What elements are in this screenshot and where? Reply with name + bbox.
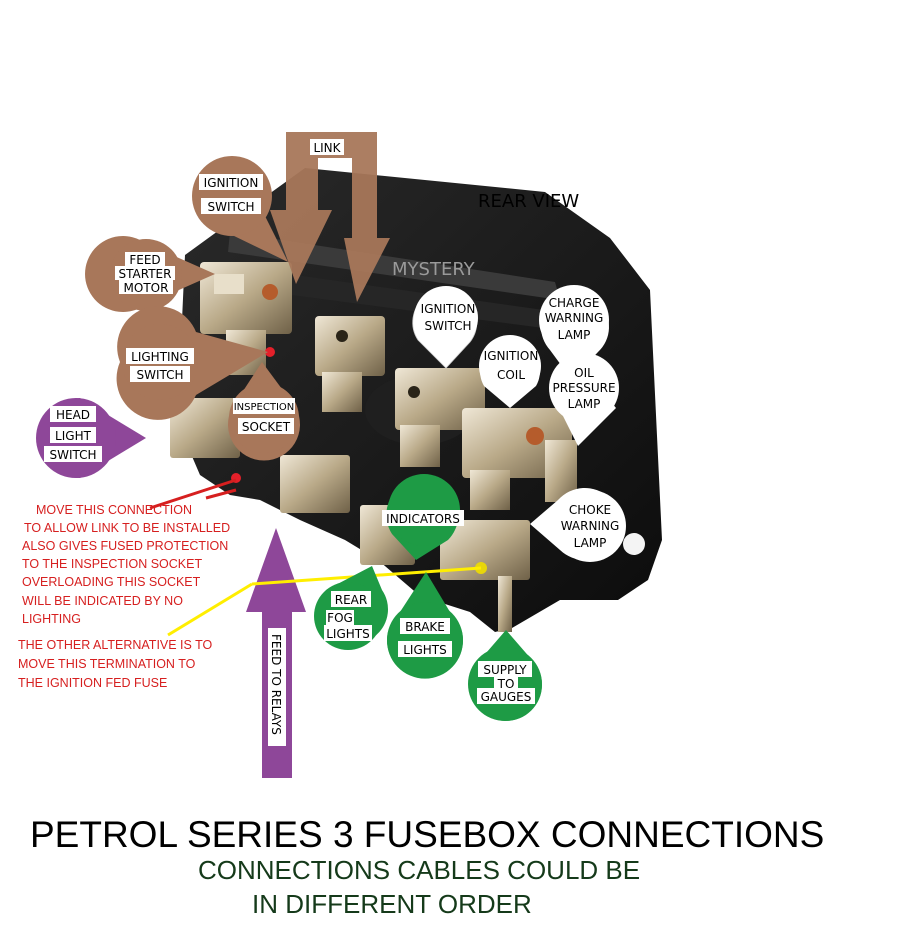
rear-fog-lights-bubble: REAR FOG LIGHTS [314,566,388,650]
move-connection-note: MOVE THIS CONNECTION TO ALLOW LINK TO BE… [22,503,230,626]
svg-text:LIGHTING: LIGHTING [22,612,81,626]
svg-text:TO ALLOW LINK TO BE INSTALLED: TO ALLOW LINK TO BE INSTALLED [24,521,230,535]
lighting-switch-bubble: LIGHTING SWITCH [116,306,268,420]
svg-text:LIGHTS: LIGHTS [326,627,370,641]
svg-text:LAMP: LAMP [568,397,601,411]
svg-text:CHARGE: CHARGE [549,296,600,310]
svg-text:LIGHTING: LIGHTING [131,350,189,364]
svg-text:GAUGES: GAUGES [481,690,532,704]
red-leader [149,478,237,510]
svg-text:IGNITION: IGNITION [204,176,259,190]
indicators-bubble: INDICATORS [382,474,464,560]
svg-text:COIL: COIL [497,368,525,382]
svg-text:IGNITION: IGNITION [484,349,539,363]
svg-text:LIGHTS: LIGHTS [403,643,447,657]
terminal-right [462,408,577,510]
link-arrow: LINK [270,132,390,302]
feed-starter-motor-bubble: FEED STARTER MOTOR [85,236,215,312]
svg-text:PRESSURE: PRESSURE [552,381,615,395]
svg-text:SWITCH: SWITCH [207,200,254,214]
svg-text:REAR: REAR [335,593,367,607]
svg-text:THE IGNITION FED FUSE: THE IGNITION FED FUSE [18,676,167,690]
svg-text:OIL: OIL [574,366,594,380]
lighting-connection-dot [265,347,275,357]
ignition-switch-white-bubble: IGNITION SWITCH [412,286,478,369]
svg-text:SWITCH: SWITCH [49,448,96,462]
page-title: PETROL SERIES 3 FUSEBOX CONNECTIONS [30,814,824,855]
ignition-switch-brown-bubble: IGNITION SWITCH [192,156,288,262]
svg-text:MOVE THIS TERMINATION TO: MOVE THIS TERMINATION TO [18,657,196,671]
svg-text:MOTOR: MOTOR [124,281,169,295]
svg-text:TO THE INSPECTION SOCKET: TO THE INSPECTION SOCKET [22,557,202,571]
oil-pressure-lamp-bubble: OIL PRESSURE LAMP [549,353,619,446]
choke-warning-lamp-bubble: CHOKE WARNING LAMP [530,487,626,562]
svg-text:SUPPLY: SUPPLY [483,663,527,677]
brake-lights-bubble: BRAKE LIGHTS [387,572,463,679]
inspection-socket-bubble: INSPECTION SOCKET [227,362,301,461]
svg-text:OVERLOADING THIS SOCKET: OVERLOADING THIS SOCKET [22,575,201,589]
svg-text:CHOKE: CHOKE [569,503,611,517]
subtitle-line-1: CONNECTIONS CABLES COULD BE [198,855,640,885]
svg-text:STARTER: STARTER [119,267,172,281]
head-light-switch-bubble: HEAD LIGHT SWITCH [36,398,146,478]
svg-text:BRAKE: BRAKE [405,620,445,634]
alternative-note: THE OTHER ALTERNATIVE IS TO MOVE THIS TE… [18,638,213,690]
subtitle-line-2: IN DIFFERENT ORDER [252,889,532,919]
link-label: LINK [313,141,341,155]
svg-text:MOVE THIS CONNECTION: MOVE THIS CONNECTION [36,503,192,517]
svg-text:LIGHT: LIGHT [55,429,92,443]
mystery-label: MYSTERY [392,259,476,280]
svg-text:TO: TO [497,677,515,691]
feed-to-relays-arrow: FEED TO RELAYS [246,528,306,778]
yellow-leader [167,582,253,637]
svg-text:INDICATORS: INDICATORS [386,512,460,526]
feed-to-relays-label: FEED TO RELAYS [269,634,283,735]
svg-text:LAMP: LAMP [574,536,607,550]
mounting-hole [623,533,645,555]
svg-text:WARNING: WARNING [561,519,620,533]
svg-text:IGNITION: IGNITION [421,302,476,316]
svg-text:FEED: FEED [129,253,160,267]
svg-text:INSPECTION: INSPECTION [234,402,295,413]
svg-text:HEAD: HEAD [56,408,90,422]
supply-to-gauges-bubble: SUPPLY TO GAUGES [468,630,542,721]
svg-text:SWITCH: SWITCH [424,319,471,333]
svg-text:WARNING: WARNING [545,311,604,325]
svg-text:FOG: FOG [327,611,353,625]
terminal-link [315,316,385,412]
svg-text:THE OTHER ALTERNATIVE IS TO: THE OTHER ALTERNATIVE IS TO [18,638,213,652]
rear-view-label: REAR VIEW [478,191,579,212]
svg-text:SWITCH: SWITCH [136,368,183,382]
ignition-coil-bubble: IGNITION COIL [479,335,541,408]
svg-text:LAMP: LAMP [558,328,591,342]
svg-text:SOCKET: SOCKET [242,420,291,434]
svg-text:ALSO GIVES FUSED PROTECTION: ALSO GIVES FUSED PROTECTION [22,539,228,553]
svg-text:WILL BE INDICATED BY NO: WILL BE INDICATED BY NO [22,594,183,608]
